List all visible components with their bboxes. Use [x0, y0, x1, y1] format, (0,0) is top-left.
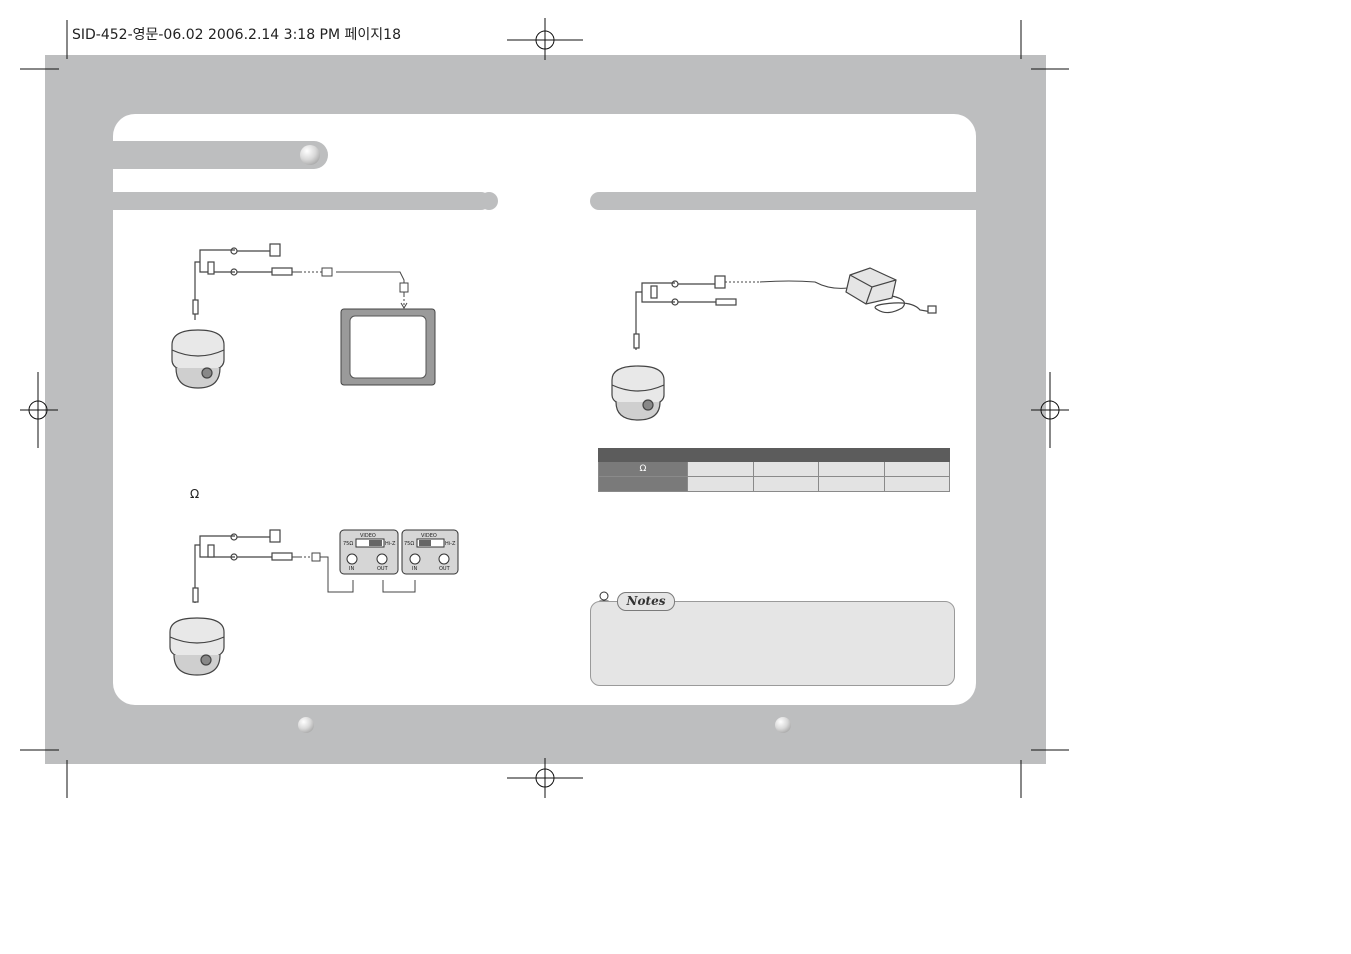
notes-label: Notes: [617, 592, 675, 611]
table-header-cell: [883, 448, 950, 462]
table-cell: [687, 461, 754, 477]
table-cell: [883, 476, 950, 492]
dome-camera-icon: [611, 275, 737, 421]
title-ball-icon: [300, 145, 320, 165]
table-cell: [687, 476, 754, 492]
dome-camera-icon: [169, 529, 293, 676]
table-cell: [752, 476, 819, 492]
table-cell: [752, 461, 819, 477]
panel2-right-option: Hi-Z: [445, 541, 456, 547]
left-section-bar: [113, 192, 490, 210]
table-cell: [818, 461, 885, 477]
table-row: [598, 476, 950, 492]
table-header-cell: [598, 448, 688, 462]
monitor-icon: [340, 308, 436, 386]
switch-panel-labels: VIDEO 75Ω Hi-Z IN OUT VIDEO 75Ω Hi-Z IN …: [343, 533, 456, 572]
panel1-title: VIDEO: [360, 533, 376, 539]
notes-box: [590, 601, 955, 686]
panel1-right-option: Hi-Z: [385, 541, 396, 547]
spec-table: Ω: [598, 448, 950, 492]
page-number-left-ball-icon: [298, 717, 314, 733]
table-row-label: Ω: [598, 461, 688, 477]
right-section-bar: [590, 192, 976, 210]
table-header-row: [598, 448, 950, 462]
switch-panel-2: [401, 529, 459, 575]
switch-panel-1: [339, 529, 399, 575]
registration-mark-icon: [1031, 372, 1069, 448]
video-cable-line: [292, 552, 416, 593]
power-adapter-icon: [845, 267, 937, 314]
panel2-title: VIDEO: [421, 533, 437, 539]
panel1-out: OUT: [377, 566, 389, 572]
crop-marks: [20, 20, 1069, 798]
file-stamp: SID-452-영문-06.02 2006.2.14 3:18 PM 페이지18: [72, 27, 401, 43]
table-cell: [883, 461, 950, 477]
panel1-in: IN: [349, 566, 354, 572]
registration-mark-icon: [507, 758, 583, 798]
video-cable-line: [292, 267, 409, 309]
dome-camera-icon: [171, 243, 293, 389]
registration-mark-icon: [507, 18, 583, 60]
impedance-symbol: Ω: [190, 487, 200, 501]
panel2-out: OUT: [439, 566, 451, 572]
table-row: Ω: [598, 461, 950, 477]
page-number-right-ball-icon: [775, 717, 791, 733]
panel1-left-option: 75Ω: [343, 541, 353, 547]
table-header-cell: [818, 448, 885, 462]
panel2-left-option: 75Ω: [404, 541, 414, 547]
panel2-in: IN: [412, 566, 417, 572]
section-title-tab: [113, 141, 328, 169]
table-header-cell: [687, 448, 754, 462]
table-header-cell: [752, 448, 819, 462]
registration-mark-icon: [20, 372, 58, 448]
table-cell: [818, 476, 885, 492]
power-cable-line: [725, 280, 849, 289]
left-section-bar-end: [480, 192, 498, 210]
table-row-label: [598, 476, 688, 492]
